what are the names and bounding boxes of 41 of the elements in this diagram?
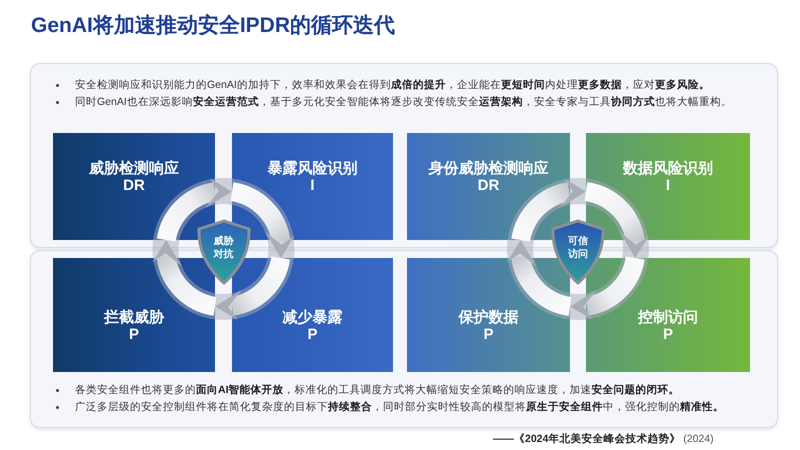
bullet-text: 同时GenAI也在深远影响安全运营范式，基于多元化安全智能体将逐步改变传统安全运营架构，安全专家与工具协同方式也将大幅重构。 [75, 94, 732, 110]
stage-code: P [662, 326, 673, 343]
bullet-text: 广泛多层级的安全控制组件将在简化复杂度的目标下持续整合，同时部分实时性较高的模型将原生于安全组件中，强化控制的精准性。 [75, 400, 724, 414]
cycle-arrow [156, 180, 233, 242]
stage-tile [53, 258, 215, 372]
cycle-arrow [214, 256, 290, 318]
stage-title: 暴露风险识别 [268, 160, 358, 177]
stage-tile [586, 258, 750, 372]
stage-title: 减少暴露 [282, 309, 342, 326]
stage-tile [53, 133, 215, 240]
cycle-arrow [511, 180, 587, 242]
stage-code: I [310, 177, 315, 194]
cycle-arrow [584, 182, 648, 259]
stage-tile [407, 133, 570, 240]
shield-label: 可信访问 [568, 235, 588, 261]
slide-title: GenAI将加速推动安全IPDR的循环迭代 [31, 12, 396, 39]
cycle-arrow [508, 239, 572, 316]
stage-code: DR [478, 177, 500, 194]
stage-title: 威胁检测响应 [89, 160, 179, 177]
bullet-text: 安全检测响应和识别能力的GenAI的加持下，效率和效果会在得到成倍的提升，企业能在更短时间内处理更多数据，应对更多风险。 [75, 78, 710, 92]
shield-label: 威胁对抗 [214, 235, 234, 261]
stage-title: 数据风险识别 [623, 160, 713, 177]
stage-code: DR [123, 177, 145, 194]
stage-title: 保护数据 [458, 309, 518, 326]
stage-title: 拦截威胁 [104, 309, 164, 326]
stage-code: I [666, 177, 670, 194]
shield-badge [550, 219, 606, 285]
source-citation: ——《2024年北美安全峰会技术趋势》 (2024) [493, 432, 714, 447]
stage-code: P [128, 326, 139, 343]
stage-tile [232, 258, 393, 372]
stage-code: P [307, 326, 318, 343]
cycle-arrow [154, 239, 217, 316]
cycle-arrow [569, 256, 645, 318]
bullet-text: 各类安全组件也将更多的面向AI智能体开放，标准化的工具调度方式将大幅缩短安全策略的响应速度，加速安全问题的闭环。 [75, 382, 680, 398]
stage-tile [232, 133, 393, 240]
stage-tile [586, 133, 750, 240]
cycle-arrow [230, 182, 294, 259]
stage-tile [407, 258, 570, 372]
stage-title: 控制访问 [638, 309, 698, 326]
stage-code: P [483, 326, 494, 343]
stage-title: 身份威胁检测响应 [428, 160, 548, 177]
